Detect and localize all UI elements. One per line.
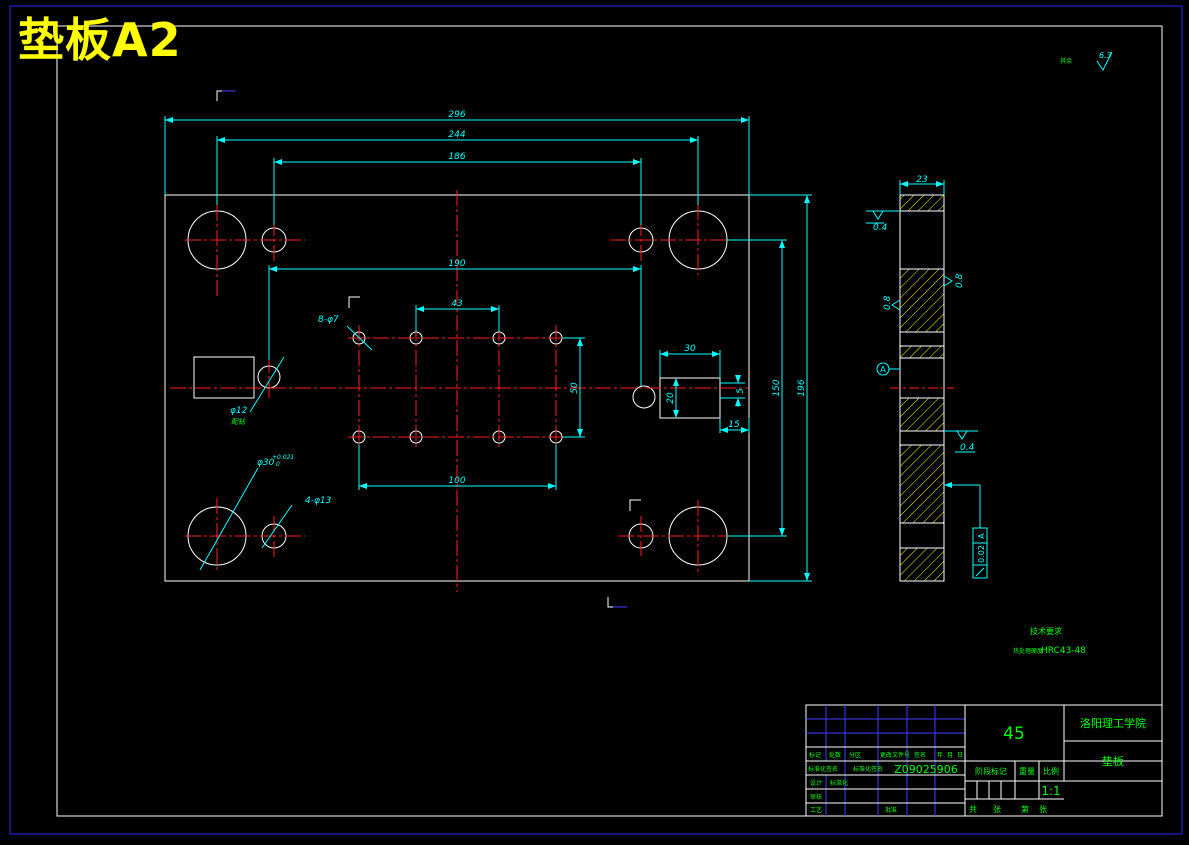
general-roughness-value: 6.3 (1099, 51, 1112, 60)
pin-hole-right (632, 385, 656, 409)
dim-15: 15 (728, 420, 740, 430)
material: 45 (1003, 724, 1025, 744)
slot-left (193, 356, 255, 399)
roughness-4: 0.4 (960, 443, 975, 453)
main-view: 296 244 186 190 43 100 30 15 50 20 5 150… (164, 90, 812, 608)
hatch-seg-6 (899, 547, 945, 582)
dim-244: 244 (448, 130, 465, 140)
row-label-5: 工艺 (810, 806, 822, 814)
callout-30-tol: +0.021 (272, 454, 294, 461)
tolerance-ref: A (977, 533, 986, 539)
callout-texts: 8-φ7 φ12 配钻 φ30 +0.021 0 4-φ13 (230, 315, 339, 506)
hatch-seg-3 (899, 345, 945, 359)
hdr-doc: 更改文件号 (880, 751, 910, 759)
weight-label: 重量 (1019, 766, 1035, 776)
title-block-text: 45 洛阳理工学院 垫板 Z09025906 1:1 标记 处数 分区 更改文件… (808, 716, 1146, 814)
hdr-day: 日 (957, 752, 963, 759)
row-label-3: 设计 (810, 779, 822, 787)
center-lines (170, 180, 748, 592)
section-marks (216, 90, 641, 608)
hdr-month: 月 (947, 752, 953, 759)
callout-30: φ30 (257, 458, 275, 468)
callout-4-holes: 4-φ13 (305, 496, 332, 506)
approve-label: 批准 (885, 806, 897, 814)
school-name: 洛阳理工学院 (1080, 716, 1146, 730)
hdr-count: 处数 (829, 751, 841, 759)
row-label-2: 标准化签名 (853, 765, 883, 773)
dim-100: 100 (448, 476, 465, 486)
sheets-total: 共 (969, 805, 977, 814)
hdr-zone: 分区 (849, 751, 861, 759)
outer-border (9, 5, 1183, 835)
hatch-seg-5 (899, 444, 945, 524)
tech-line1-prefix: 热处理硬度 (1013, 647, 1043, 655)
dimension-texts: 296 244 186 190 43 100 30 15 50 20 5 150… (448, 110, 807, 486)
scale-value: 1:1 (1041, 784, 1060, 798)
hatch-seg-2 (899, 268, 945, 333)
tech-heading: 技术要求 (1030, 626, 1062, 636)
sheet-title: 垫板A2 (18, 13, 182, 67)
dim-186: 186 (448, 152, 465, 162)
inner-border (56, 25, 1163, 817)
roughness-1: 0.4 (873, 223, 888, 233)
datum-label: A (880, 365, 886, 374)
hdr-year: 年 (937, 751, 943, 759)
dim-196: 196 (797, 379, 807, 396)
stage-mark-label: 阶段标记 (975, 766, 1007, 776)
dim-190: 190 (448, 259, 465, 269)
row-label-4: 审核 (810, 793, 822, 801)
general-roughness: 其余 6.3 (1060, 51, 1113, 71)
dim-50: 50 (570, 382, 580, 394)
row-label-1: 标准化签名 (808, 765, 838, 773)
callout-8-holes: 8-φ7 (318, 315, 339, 325)
roughness-2: 0.8 (955, 273, 965, 288)
title-block (805, 704, 1163, 817)
general-roughness-label: 其余 (1060, 57, 1072, 65)
std-label: 标准化 (830, 779, 848, 787)
callout-12: φ12 (230, 406, 248, 416)
dim-20: 20 (666, 392, 676, 404)
roughness-3: 0.8 (883, 295, 893, 310)
sheet-label-2: 张 (1039, 805, 1047, 814)
hatch-seg-1 (899, 194, 945, 212)
sheets-label: 张 (993, 805, 1001, 814)
tech-line1-value: HRC43-48 (1041, 646, 1086, 656)
hdr-mark: 标记 (809, 751, 821, 759)
dim-43: 43 (451, 299, 463, 309)
dim-296: 296 (448, 110, 465, 120)
scale-label: 比例 (1043, 766, 1059, 776)
hdr-sign: 签名 (914, 751, 926, 759)
part-name: 垫板 (1102, 754, 1124, 768)
dimension-lines (165, 117, 810, 581)
drawing-number: Z09025906 (894, 763, 958, 776)
tech-requirements: 技术要求 热处理硬度 HRC43-48 (1013, 626, 1086, 656)
section-view: 23 0.4 0.8 0.8 0.4 A (866, 175, 988, 582)
hatch-seg-4 (899, 397, 945, 432)
dim-23: 23 (916, 175, 928, 185)
dim-150: 150 (772, 379, 782, 396)
callout-30-tol2: 0 (276, 461, 280, 468)
callout-12-note: 配钻 (231, 418, 246, 426)
sheet-no: 第 (1021, 804, 1029, 814)
tolerance-value: 0.02 (977, 545, 986, 563)
dim-30: 30 (684, 344, 696, 354)
dim-5: 5 (736, 388, 746, 394)
extension-lines (164, 116, 812, 582)
